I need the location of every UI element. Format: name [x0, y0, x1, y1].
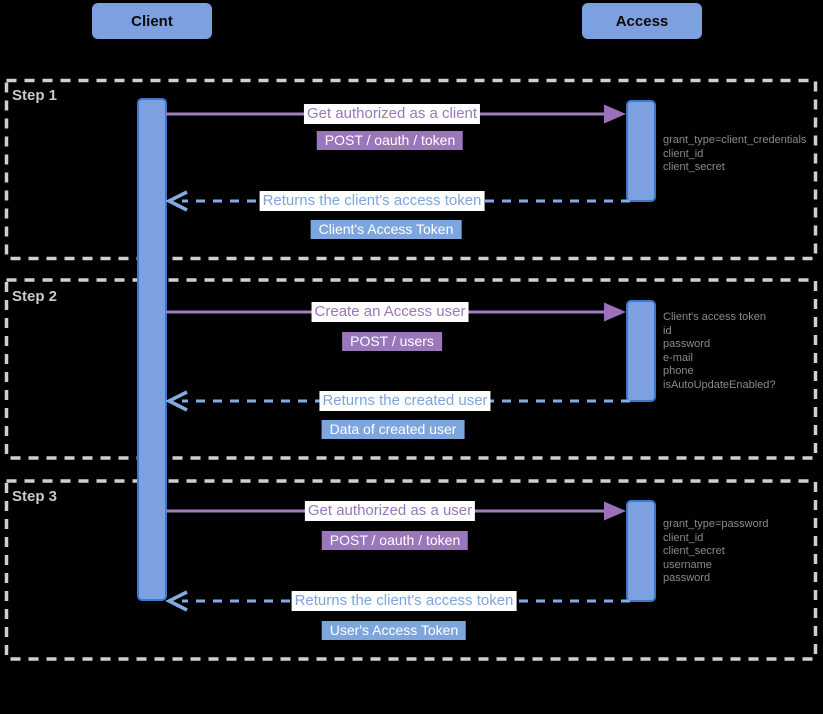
step-1-endpoint-badge: POST / oauth / token — [316, 131, 464, 150]
actor-access-box: Access — [582, 3, 702, 39]
step-2-request-params: Client's access token id password e-mail… — [663, 311, 776, 392]
access-activation-bar-step1 — [626, 100, 656, 202]
param-line: isAutoUpdateEnabled? — [663, 378, 776, 391]
step-2-endpoint-badge: POST / users — [342, 332, 442, 351]
access-activation-bar-step2 — [626, 300, 656, 402]
step-1-request-params: grant_type=client_credentials client_id … — [663, 134, 806, 175]
step-2-response-message: Returns the created user — [319, 391, 491, 411]
step-2-box — [4, 278, 818, 460]
step-3-endpoint-badge: POST / oauth / token — [321, 531, 469, 550]
step-1-response-badge: Client's Access Token — [310, 220, 462, 239]
step-3-response-badge: User's Access Token — [321, 621, 467, 640]
param-line: grant_type=password — [663, 518, 769, 530]
step-1-response-message: Returns the client's access token — [259, 191, 485, 211]
actor-client-box: Client — [92, 3, 212, 39]
step-2-response-badge: Data of created user — [321, 420, 465, 439]
param-line: grant_type=client_credentials — [663, 134, 807, 146]
param-line: e-mail — [663, 351, 693, 364]
param-line: client_secret — [663, 545, 725, 557]
step-3-request-params: grant_type=password client_id client_sec… — [663, 518, 768, 586]
step-1-box — [4, 78, 818, 261]
step-3-box — [4, 479, 818, 661]
param-line: phone — [663, 365, 694, 377]
step-1-request-message: Get authorized as a client — [303, 104, 481, 124]
client-activation-bar — [137, 98, 167, 601]
access-activation-bar-step3 — [626, 500, 656, 602]
param-line: id — [663, 324, 672, 337]
step-2-request-message: Create an Access user — [311, 302, 469, 322]
step-3-response-message: Returns the client's access token — [291, 591, 517, 611]
param-line: client_id — [663, 531, 704, 544]
step-3-label: Step 3 — [12, 488, 58, 505]
param-line: username — [663, 558, 712, 571]
actor-access-label: Access — [615, 12, 669, 30]
actor-client-label: Client — [131, 12, 173, 30]
step-2-label: Step 2 — [12, 288, 58, 305]
step-3-request-message: Get authorized as a user — [304, 501, 476, 521]
step-1-label: Step 1 — [12, 87, 58, 104]
param-line: password — [663, 338, 711, 350]
param-line: Client's access token — [663, 311, 766, 323]
param-line: password — [663, 572, 711, 584]
param-line: client_id — [663, 147, 704, 160]
param-line: client_secret — [663, 161, 725, 173]
